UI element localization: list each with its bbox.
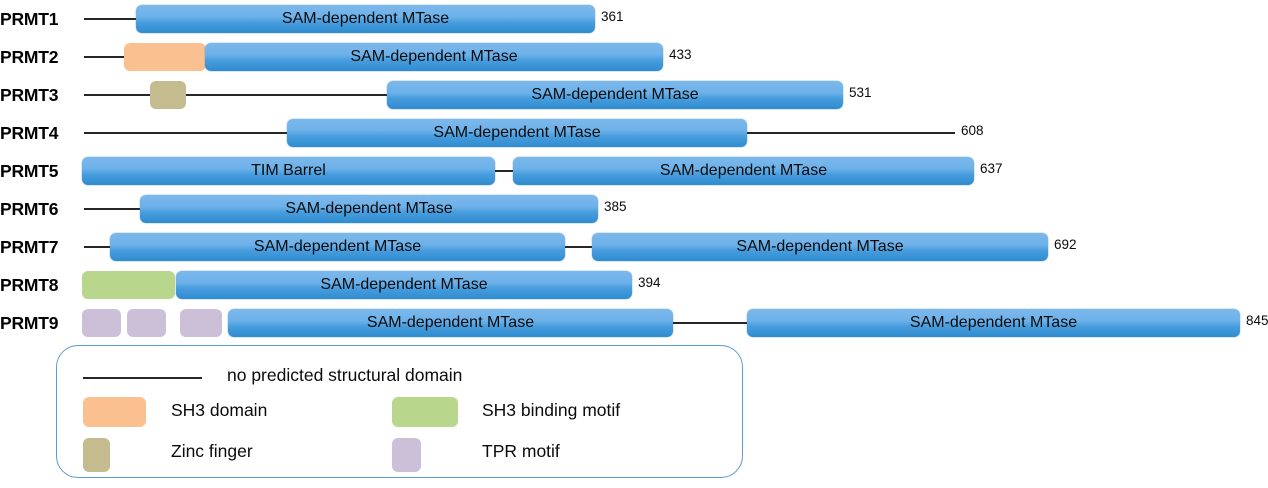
domain-block-label: SAM-dependent MTase bbox=[736, 238, 904, 255]
protein-length-label: 394 bbox=[638, 275, 661, 290]
legend-swatch-sh3 bbox=[83, 397, 146, 427]
legend-swatch-zinc bbox=[83, 438, 110, 472]
domain-block-mtase: TIM Barrel bbox=[82, 157, 495, 185]
protein-row: PRMT7 SAM-dependent MTase SAM-dependent MT… bbox=[0, 228, 1268, 266]
protein-row: PRMT2 SAM-dependent MTase 433 bbox=[0, 38, 1268, 76]
protein-name-label: PRMT7 bbox=[0, 237, 59, 257]
backbone-line bbox=[84, 132, 287, 134]
backbone-line bbox=[84, 18, 136, 20]
domain-block-mtase: SAM-dependent MTase bbox=[110, 233, 565, 261]
domain-block-zinc bbox=[150, 81, 186, 109]
domain-block-mtase: SAM-dependent MTase bbox=[228, 309, 673, 337]
domain-block-sh3bind bbox=[82, 271, 175, 299]
domain-block-label: SAM-dependent MTase bbox=[320, 276, 488, 293]
backbone-line bbox=[565, 246, 592, 248]
protein-row: PRMT3 SAM-dependent MTase 531 bbox=[0, 76, 1268, 114]
domain-block-tpr bbox=[180, 309, 222, 337]
backbone-line bbox=[84, 208, 140, 210]
domain-block-label: SAM-dependent MTase bbox=[659, 162, 828, 179]
protein-length-label: 608 bbox=[961, 123, 984, 138]
domain-block-mtase: SAM-dependent MTase bbox=[140, 195, 598, 223]
domain-block-label: TIM Barrel bbox=[251, 162, 326, 179]
backbone-line bbox=[495, 170, 513, 172]
domain-block-label: SAM-dependent MTase bbox=[909, 314, 1078, 331]
domain-block-label: SAM-dependent MTase bbox=[285, 200, 453, 217]
domain-block-mtase: SAM-dependent MTase bbox=[387, 81, 843, 109]
domain-block-label: SAM-dependent MTase bbox=[433, 124, 601, 141]
legend-label: no predicted structural domain bbox=[227, 365, 463, 385]
backbone-line bbox=[747, 132, 955, 134]
domain-block-label: SAM-dependent MTase bbox=[350, 48, 518, 65]
legend-swatch-tpr bbox=[392, 438, 421, 472]
backbone-line bbox=[84, 56, 124, 58]
protein-name-label: PRMT2 bbox=[0, 47, 59, 67]
protein-row: PRMT4 SAM-dependent MTase 608 bbox=[0, 114, 1268, 152]
domain-block-mtase: SAM-dependent MTase bbox=[136, 5, 595, 33]
domain-block-mtase: SAM-dependent MTase bbox=[205, 43, 663, 71]
protein-length-label: 845 bbox=[1246, 313, 1268, 328]
backbone-line bbox=[673, 322, 747, 324]
protein-name-label: PRMT6 bbox=[0, 199, 59, 219]
protein-length-label: 637 bbox=[980, 161, 1003, 176]
legend-label: SH3 domain bbox=[171, 400, 268, 420]
protein-row: PRMT8 SAM-dependent MTase 394 bbox=[0, 266, 1268, 304]
backbone-line bbox=[84, 246, 110, 248]
domain-block-label: SAM-dependent MTase bbox=[531, 86, 699, 103]
protein-length-label: 433 bbox=[669, 47, 692, 62]
domain-block-mtase: SAM-dependent MTase bbox=[513, 157, 974, 185]
legend-swatch-sh3bind bbox=[392, 397, 458, 427]
domain-block-label: SAM-dependent MTase bbox=[366, 314, 535, 331]
domain-block-mtase: SAM-dependent MTase bbox=[592, 233, 1048, 261]
domain-block-mtase: SAM-dependent MTase bbox=[287, 119, 747, 147]
protein-length-label: 361 bbox=[601, 9, 624, 24]
protein-name-label: PRMT9 bbox=[0, 313, 59, 333]
protein-name-label: PRMT5 bbox=[0, 161, 59, 181]
protein-row: PRMT5 TIM Barrel SAM-dependent MTase 637 bbox=[0, 152, 1268, 190]
protein-name-label: PRMT1 bbox=[0, 9, 59, 29]
legend-label: Zinc finger bbox=[171, 441, 253, 461]
protein-name-label: PRMT4 bbox=[0, 123, 59, 143]
protein-name-label: PRMT8 bbox=[0, 275, 59, 295]
legend-label: SH3 binding motif bbox=[482, 400, 621, 420]
backbone-line bbox=[84, 94, 150, 96]
legend-swatch-line bbox=[83, 377, 202, 380]
domain-block-mtase: SAM-dependent MTase bbox=[747, 309, 1240, 337]
protein-length-label: 531 bbox=[849, 85, 872, 100]
domain-block-mtase: SAM-dependent MTase bbox=[176, 271, 632, 299]
domain-block-label: SAM-dependent MTase bbox=[253, 238, 422, 255]
protein-length-label: 385 bbox=[604, 199, 627, 214]
domain-block-sh3 bbox=[124, 43, 206, 71]
legend-label: TPR motif bbox=[482, 441, 560, 461]
protein-row: PRMT9 SAM-dependent MTase SAM-dependent MT… bbox=[0, 304, 1268, 342]
domain-block-label: SAM-dependent MTase bbox=[281, 10, 450, 27]
protein-length-label: 692 bbox=[1054, 237, 1077, 252]
domain-block-tpr bbox=[82, 309, 121, 337]
backbone-line bbox=[186, 94, 387, 96]
protein-name-label: PRMT3 bbox=[0, 85, 59, 105]
domain-block-tpr bbox=[127, 309, 166, 337]
protein-row: PRMT1 SAM-dependent MTase 361 bbox=[0, 0, 1268, 38]
protein-row: PRMT6 SAM-dependent MTase 385 bbox=[0, 190, 1268, 228]
